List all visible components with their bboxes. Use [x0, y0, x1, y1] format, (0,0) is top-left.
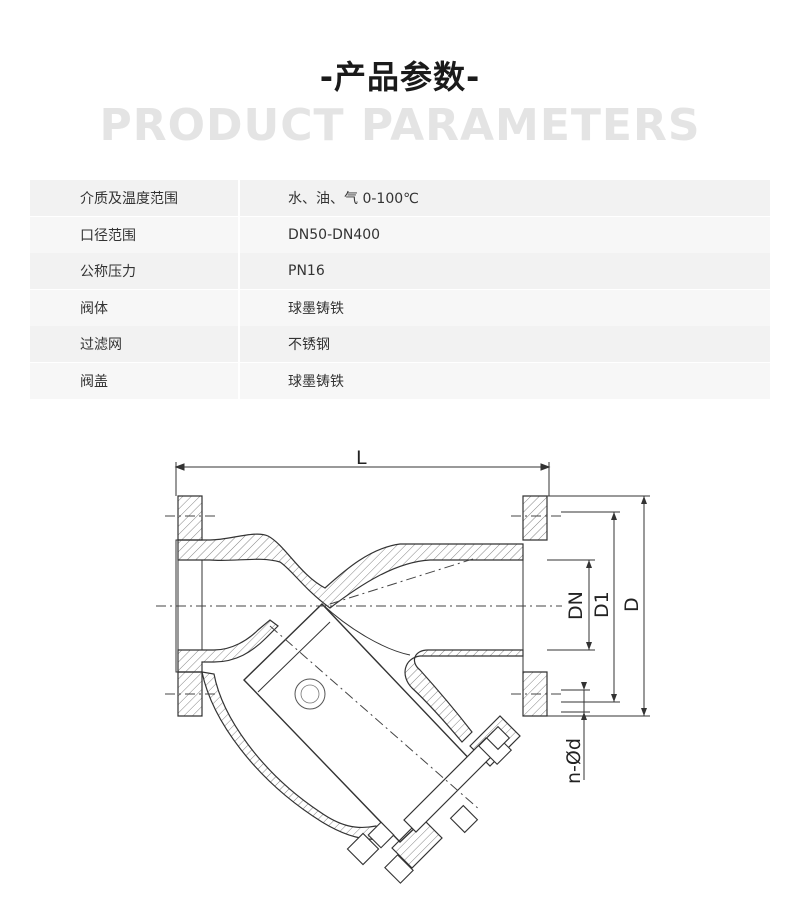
param-label: 阀体: [30, 289, 238, 326]
param-value: 不锈钢: [240, 326, 770, 363]
table-row: 口径范围 DN50-DN400: [30, 216, 770, 253]
dim-label-D: D: [621, 597, 643, 612]
valve-body: [175, 495, 548, 840]
param-label: 阀盖: [30, 362, 238, 399]
dim-label-D1: D1: [591, 591, 613, 618]
dimension-lines-right: [547, 495, 650, 780]
param-value: 球墨铸铁: [240, 362, 770, 399]
param-value: DN50-DN400: [240, 216, 770, 253]
param-label: 过滤网: [30, 326, 238, 363]
dim-label-L: L: [356, 447, 367, 469]
param-value: 水、油、气 0-100℃: [240, 180, 770, 216]
table-row: 阀体 球墨铸铁: [30, 289, 770, 326]
param-label: 公称压力: [30, 253, 238, 290]
table-row: 阀盖 球墨铸铁: [30, 362, 770, 399]
table-row: 介质及温度范围 水、油、气 0-100℃: [30, 180, 770, 216]
y-strainer-diagram: L: [156, 447, 650, 884]
param-label: 口径范围: [30, 216, 238, 253]
dim-label-nd: n-Ød: [563, 738, 585, 784]
logo-stamp-icon: [294, 678, 326, 710]
table-row: 公称压力 PN16: [30, 253, 770, 290]
param-value: PN16: [240, 253, 770, 290]
bolt-icon: [346, 725, 513, 884]
param-value: 球墨铸铁: [240, 289, 770, 326]
dimension-arrows: [581, 496, 647, 720]
page-title: -产品参数-: [319, 58, 481, 96]
filter-screen: [243, 603, 479, 843]
center-lines: [156, 515, 562, 811]
dim-label-DN: DN: [565, 591, 587, 620]
param-label: 介质及温度范围: [30, 180, 238, 216]
page-subtitle-en: PRODUCT PARAMETERS: [99, 100, 701, 151]
table-row: 过滤网 不锈钢: [30, 326, 770, 363]
dimension-L: [174, 462, 551, 496]
parameter-table: 介质及温度范围 水、油、气 0-100℃ 口径范围 DN50-DN400 公称压…: [30, 180, 770, 400]
